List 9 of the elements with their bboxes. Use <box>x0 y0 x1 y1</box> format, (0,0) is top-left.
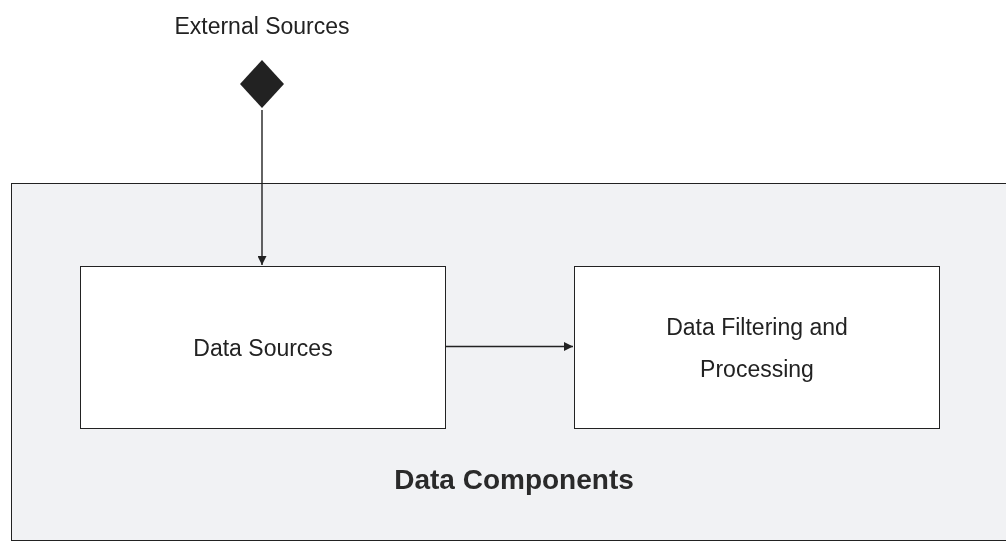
box-label: Data Filtering and Processing <box>665 312 849 384</box>
process-box <box>574 266 940 429</box>
process-box <box>80 266 446 429</box>
arrow <box>444 342 574 351</box>
group-title: Data Components <box>393 464 635 496</box>
arrow <box>257 109 267 266</box>
group-container <box>11 183 1006 541</box>
source-label: External Sources <box>173 12 351 41</box>
box-label: Data Sources <box>193 333 333 363</box>
